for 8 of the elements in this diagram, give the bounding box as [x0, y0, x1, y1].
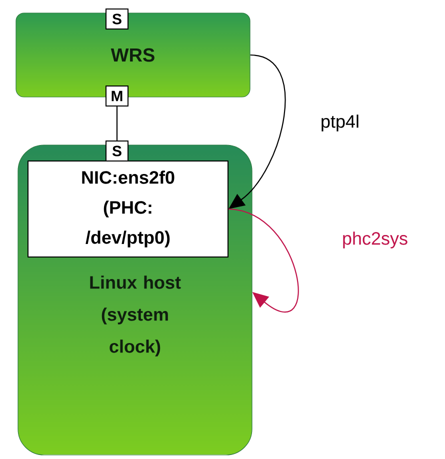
edge-label: ptp4l — [322, 114, 358, 132]
edge-label: phc2sys — [343, 232, 408, 248]
port-box: S — [106, 8, 128, 30]
port-box: S — [106, 140, 128, 162]
port-box: M — [106, 86, 128, 106]
interface-box: NIC:ens2f0 (PHC: /dev/ptp0) — [28, 160, 228, 258]
connector-line — [116, 106, 118, 140]
curved-arrow — [228, 208, 299, 312]
